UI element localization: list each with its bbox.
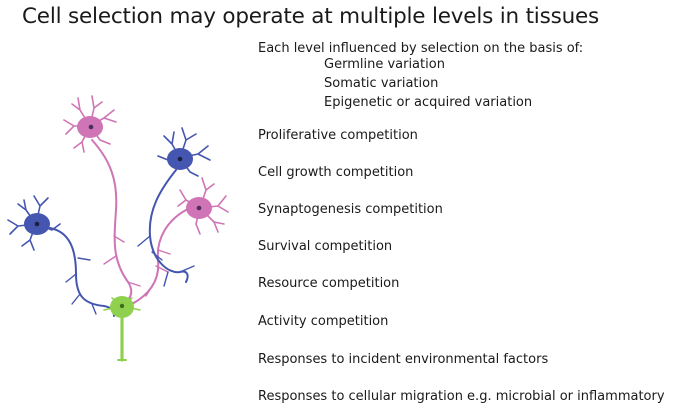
blue-neuron-left-axon	[49, 227, 115, 317]
selection-basis-heading: Each level influenced by selection on th…	[258, 41, 584, 56]
blue-neuron-right-axon	[148, 169, 189, 283]
competition-item-activity: Activity competition	[258, 314, 389, 329]
competition-item-survival: Survival competition	[258, 239, 393, 254]
blue-neuron-left-soma	[24, 213, 50, 235]
variation-item-somatic: Somatic variation	[324, 76, 439, 91]
pink-neuron-left-axon	[91, 139, 133, 305]
competition-item-synaptogenesis: Synaptogenesis competition	[258, 202, 443, 217]
pink-neuron-left-soma	[77, 116, 103, 138]
competition-item-proliferative: Proliferative competition	[258, 128, 418, 143]
slide-title: Cell selection may operate at multiple l…	[22, 4, 600, 29]
blue-neuron-right-soma	[167, 148, 193, 170]
competition-item-environmental: Responses to incident environmental fact…	[258, 352, 549, 367]
variation-item-epigenetic: Epigenetic or acquired variation	[324, 95, 533, 110]
green-neuron-soma	[110, 296, 134, 318]
pink-neuron-right-soma	[186, 197, 212, 219]
neuron-illustration	[7, 95, 229, 362]
competition-item-cell-growth: Cell growth competition	[258, 165, 414, 180]
competition-item-resource: Resource competition	[258, 276, 400, 291]
variation-list: Germline variation Somatic variation Epi…	[324, 55, 532, 112]
competition-item-migration: Responses to cellular migration e.g. mic…	[258, 389, 665, 404]
variation-item-germline: Germline variation	[324, 57, 445, 72]
